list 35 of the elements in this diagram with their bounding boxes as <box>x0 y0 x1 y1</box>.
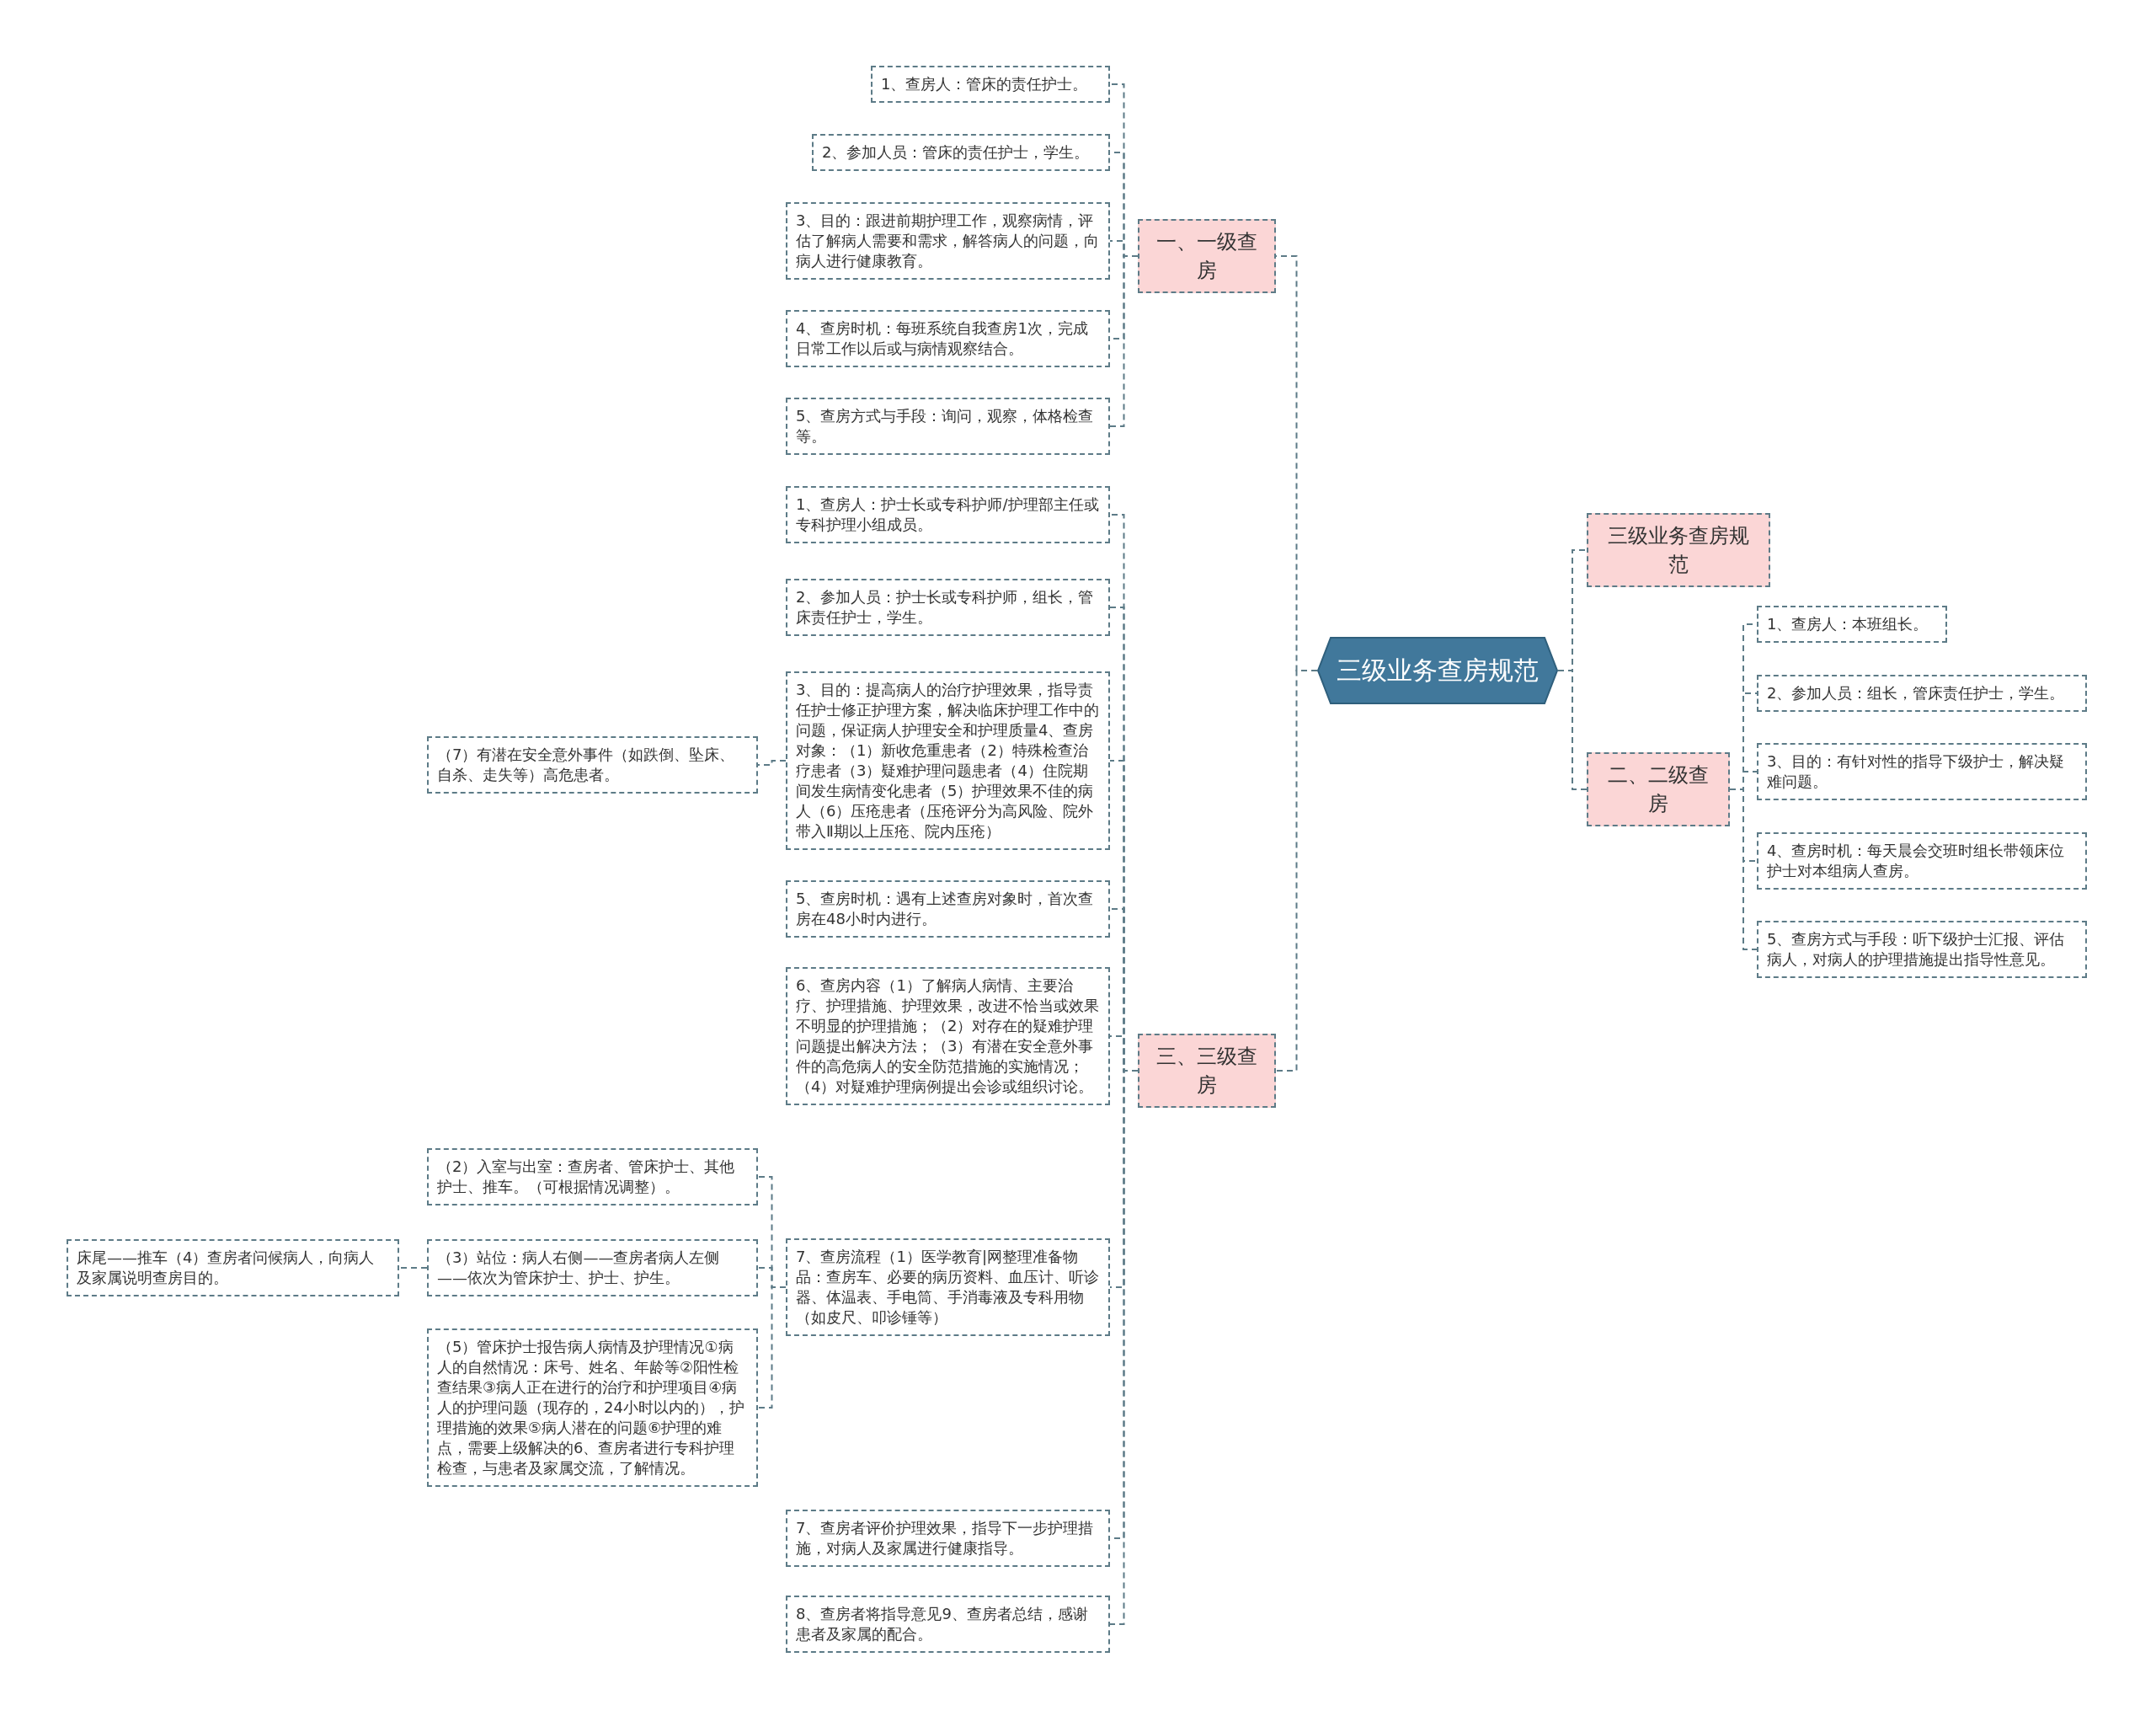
connector-line <box>757 760 787 766</box>
connector-line <box>1557 670 1588 790</box>
branch-topic: 二、二级查房 <box>1587 752 1730 826</box>
topic-box: 2、参加人员：管床的责任护士，学生。 <box>812 134 1110 171</box>
topic-box: （3）站位：病人右侧——查房者病人左侧——依次为管床护士、护士、护生。 <box>427 1239 758 1296</box>
topic-box: 7、查房流程（1）医学教育|网整理准备物品：查房车、必要的病历资料、血压计、听诊器、体温表、手电筒、手消毒液及专科用物（如皮尺、叩诊锤等） <box>786 1238 1110 1336</box>
topic-box: 4、查房时机：每天晨会交班时组长带领床位护士对本组病人查房。 <box>1757 832 2087 890</box>
branch-topic: 三级业务查房规范 <box>1587 513 1770 587</box>
topic-box: 2、参加人员：组长，管床责任护士，学生。 <box>1757 675 2087 712</box>
topic-box: 3、目的：跟进前期护理工作，观察病情，评估了解病人需要和需求，解答病人的问题，向病人进行健康教育。 <box>786 202 1110 280</box>
topic-box: 8、查房者将指导意见9、查房者总结，感谢患者及家属的配合。 <box>786 1596 1110 1653</box>
topic-box: 5、查房方式与手段：询问，观察，体格检查等。 <box>786 398 1110 455</box>
topic-box: 3、目的：有针对性的指导下级护士，解决疑难问题。 <box>1757 743 2087 800</box>
topic-box: （2）入室与出室：查房者、管床护士、其他护士、推车。（可根据情况调整）。 <box>427 1148 758 1205</box>
branch-topic: 一、一级查房 <box>1138 219 1276 293</box>
branch-topic: 三、三级查房 <box>1138 1034 1276 1108</box>
topic-box: 1、查房人：管床的责任护士。 <box>871 66 1110 103</box>
central-topic <box>1317 637 1558 704</box>
topic-box: 3、目的：提高病人的治疗护理效果，指导责任护士修正护理方案，解决临床护理工作中的问题，保证病人护理安全和护理质量4、查房对象：（1）新收危重患者（2）特殊检查治疗患者（3）疑难护理问题患者（4）住院期间发生病情变化患者（5）护理效果不佳的病人（6）压疮患者（压疮评分为高风险、院外带入Ⅱ期以上压疮、院内压疮） <box>786 671 1110 850</box>
topic-box: 7、查房者评价护理效果，指导下一步护理措施，对病人及家属进行健康指导。 <box>786 1510 1110 1567</box>
topic-box: 1、查房人：护士长或专科护师/护理部主任或专科护理小组成员。 <box>786 486 1110 543</box>
topic-box: （5）管床护士报告病人病情及护理情况①病人的自然情况：床号、姓名、年龄等②阳性检查结果③病人正在进行的治疗和护理项目④病人的护理问题（现存的，24小时以内的），护理措施的效果⑤病人潜在的问题⑥护理的难点，需要上级解决的6、查房者进行专科护理检查，与患者及家属交流，了解情况。 <box>427 1328 758 1487</box>
topic-box: 2、参加人员：护士长或专科护师，组长，管床责任护士，学生。 <box>786 579 1110 636</box>
connector-line <box>757 1286 787 1409</box>
topic-box: （7）有潜在安全意外事件（如跌倒、坠床、自杀、走失等）高危患者。 <box>427 736 758 794</box>
connector-line <box>1729 788 1758 950</box>
connector-line <box>398 1267 428 1269</box>
topic-box: 4、查房时机：每班系统自我查房1次，完成日常工作以后或与病情观察结合。 <box>786 310 1110 367</box>
topic-box: 1、查房人：本班组长。 <box>1757 606 1947 643</box>
topic-box: 5、查房时机：遇有上述查房对象时，首次查房在48小时内进行。 <box>786 880 1110 938</box>
topic-box: 5、查房方式与手段：听下级护士汇报、评估病人，对病人的护理措施提出指导性意见。 <box>1757 921 2087 978</box>
topic-box: 6、查房内容（1）了解病人病情、主要治疗、护理措施、护理效果，改进不恰当或效果不明显的护理措施；（2）对存在的疑难护理问题提出解决方法；（3）有潜在安全意外事件的高危病人的安全防范措施的实施情况；（4）对疑难护理病例提出会诊或组织讨论。 <box>786 967 1110 1105</box>
connector-line <box>1109 255 1139 427</box>
topic-box: 床尾——推车（4）查房者问候病人，向病人及家属说明查房目的。 <box>67 1239 399 1296</box>
topic-text: 三级业务查房规范 <box>1337 655 1539 685</box>
